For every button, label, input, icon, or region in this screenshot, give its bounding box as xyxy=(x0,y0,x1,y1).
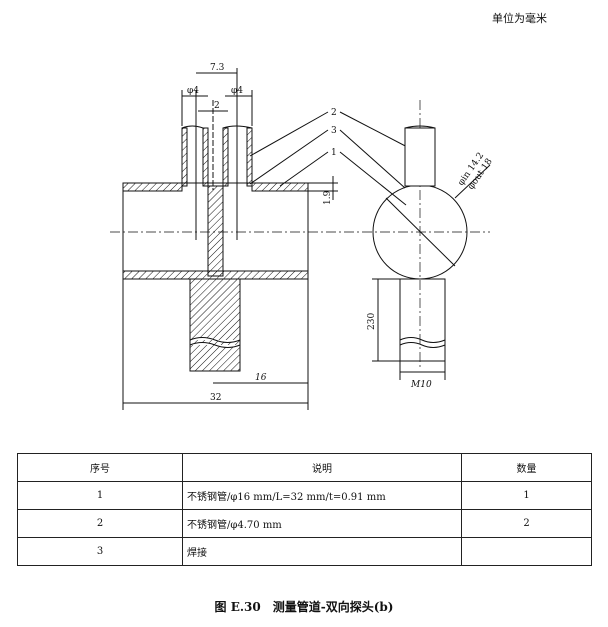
callout-2: 2 xyxy=(331,108,337,118)
leader-line-1 xyxy=(279,151,407,206)
right-view-tube xyxy=(404,127,436,187)
left-tube-wall xyxy=(181,127,188,187)
cell-desc: 不锈钢管/φ16 mm/L=32 mm/t=0.91 mm xyxy=(182,481,462,510)
table-row: 2 不锈钢管/φ4.70 mm 2 xyxy=(17,509,592,538)
threaded-rod xyxy=(189,278,241,372)
diameter-leader xyxy=(454,164,491,199)
cell-qty xyxy=(461,537,592,566)
callout-1: 1 xyxy=(331,148,337,158)
break-line xyxy=(404,125,436,129)
table-row: 1 不锈钢管/φ16 mm/L=32 mm/t=0.91 mm 1 xyxy=(17,481,592,510)
parts-table: 序号 说明 数量 1 不锈钢管/φ16 mm/L=32 mm/t=0.91 mm… xyxy=(17,453,592,566)
break-line xyxy=(189,337,241,348)
dim-left-dia: φ4 xyxy=(187,86,199,96)
header-no: 序号 xyxy=(17,453,183,482)
dim-32: 32 xyxy=(210,393,221,403)
right-threaded-rod xyxy=(399,278,446,362)
table-row: 3 焊接 xyxy=(17,537,592,566)
cell-no: 1 xyxy=(17,481,183,510)
break-line xyxy=(399,337,446,348)
cell-qty: 2 xyxy=(461,509,592,538)
cell-no: 2 xyxy=(17,509,183,538)
cell-no: 3 xyxy=(17,537,183,566)
dim-m10: M10 xyxy=(410,380,432,390)
figure-caption: 图 E.30 测量管道-双向探头(b) xyxy=(214,600,394,614)
technical-drawing: 7.3 φ4 φ4 2 1.9 16 32 230 M10 φin 14.2 φ… xyxy=(110,63,495,410)
right-tube-wall xyxy=(246,127,253,187)
cell-desc: 焊接 xyxy=(182,537,462,566)
table-header-row: 序号 说明 数量 xyxy=(17,453,592,482)
pipe-wall-top-left xyxy=(122,182,183,192)
unit-note: 单位为毫米 xyxy=(492,12,547,25)
break-line xyxy=(181,125,253,129)
dim-gap: 2 xyxy=(214,101,220,111)
cell-desc: 不锈钢管/φ4.70 mm xyxy=(182,509,462,538)
header-desc: 说明 xyxy=(182,453,462,482)
header-qty: 数量 xyxy=(461,453,592,482)
cell-qty: 1 xyxy=(461,481,592,510)
dim-16: 16 xyxy=(255,373,267,383)
pipe-wall-top-right xyxy=(251,182,309,192)
right-tube-wall xyxy=(222,127,229,187)
dim-right-dia: φ4 xyxy=(231,86,243,96)
callout-3: 3 xyxy=(331,126,337,136)
dim-wall: 1.9 xyxy=(323,190,333,205)
leader-line-3 xyxy=(249,129,406,189)
dim-7-3: 7.3 xyxy=(210,63,225,73)
left-tube-wall xyxy=(202,127,209,187)
center-rod xyxy=(207,185,224,277)
leader-line-2 xyxy=(249,111,414,157)
diameter-line xyxy=(385,197,456,267)
dim-230: 230 xyxy=(367,313,377,330)
